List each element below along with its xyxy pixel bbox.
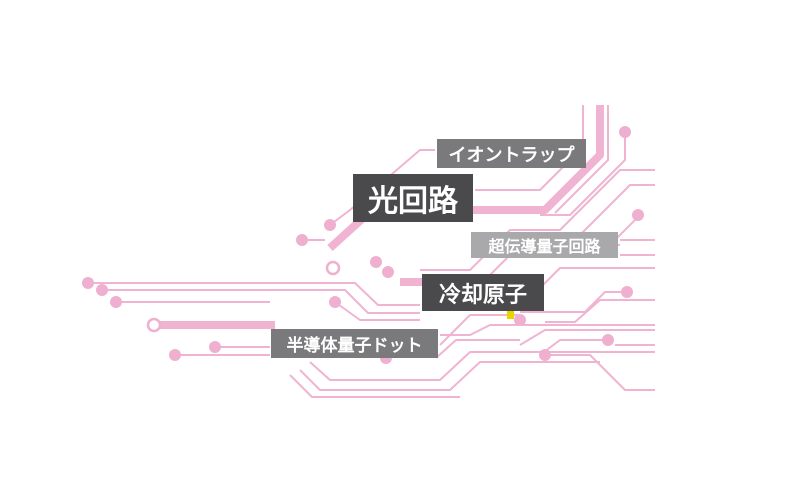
trace-top-1 bbox=[475, 105, 584, 191]
pad bbox=[621, 286, 633, 298]
trace-left-2 bbox=[102, 289, 420, 314]
pad bbox=[539, 349, 551, 361]
pad bbox=[329, 296, 341, 308]
label-ion-trap: イオントラップ bbox=[437, 139, 586, 168]
trace-bottom-5 bbox=[435, 339, 520, 359]
pad bbox=[169, 349, 181, 361]
trace-right-1 bbox=[520, 291, 627, 313]
thick-bus-optical bbox=[327, 105, 604, 251]
pad bbox=[619, 126, 631, 138]
trace-top-2 bbox=[554, 105, 609, 214]
pad bbox=[370, 256, 382, 268]
trace-right-3 bbox=[519, 329, 655, 346]
pad bbox=[82, 277, 94, 289]
label-semiconductor-quantum-dot: 半導体量子ドット bbox=[271, 329, 438, 358]
trace-bottom-3 bbox=[289, 374, 460, 398]
trace-left-1 bbox=[88, 282, 420, 306]
pad-ring bbox=[325, 260, 341, 276]
pad bbox=[110, 296, 122, 308]
trace-left-4 bbox=[334, 301, 420, 321]
trace-bottom-4 bbox=[440, 324, 655, 336]
pad bbox=[296, 234, 308, 246]
trace-bottom-1 bbox=[309, 351, 655, 381]
pad bbox=[602, 334, 614, 346]
label-cold-atom: 冷却原子 bbox=[422, 274, 544, 311]
pad bbox=[382, 266, 394, 278]
pad bbox=[324, 219, 336, 231]
trace-right-2 bbox=[545, 299, 655, 323]
trace-right-5 bbox=[545, 354, 655, 391]
pad-ring bbox=[146, 317, 162, 333]
pad bbox=[632, 209, 644, 221]
trace-bottom-2 bbox=[299, 361, 600, 391]
pad bbox=[96, 284, 108, 296]
pad bbox=[514, 314, 526, 326]
trace-top-3 bbox=[540, 132, 626, 216]
label-optical-circuit: 光回路 bbox=[353, 174, 473, 222]
label-superconducting-circuit: 超伝導量子回路 bbox=[471, 232, 618, 258]
pad bbox=[209, 341, 221, 353]
trace-top-4 bbox=[420, 169, 655, 271]
